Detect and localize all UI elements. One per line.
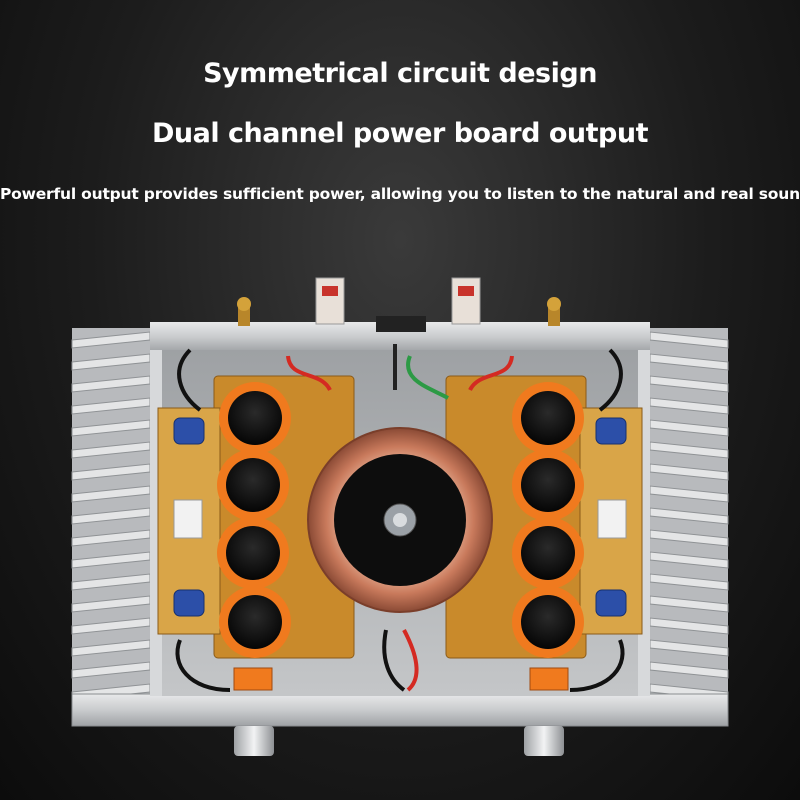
heatsink-right	[648, 328, 729, 708]
capacitors-right	[512, 382, 584, 658]
headline: Symmetrical circuit design	[203, 58, 597, 89]
subheadline: Dual channel power board output	[152, 118, 648, 149]
board-connectors	[173, 499, 627, 691]
rear-connectors	[237, 277, 561, 332]
wires	[175, 344, 625, 692]
small-capacitors	[173, 417, 627, 617]
description: Powerful output provides sufficient powe…	[0, 185, 800, 203]
heatsink-left	[71, 328, 152, 708]
capacitors-left	[217, 382, 291, 658]
toroidal-transformer	[307, 427, 493, 613]
front-knobs	[234, 726, 564, 756]
